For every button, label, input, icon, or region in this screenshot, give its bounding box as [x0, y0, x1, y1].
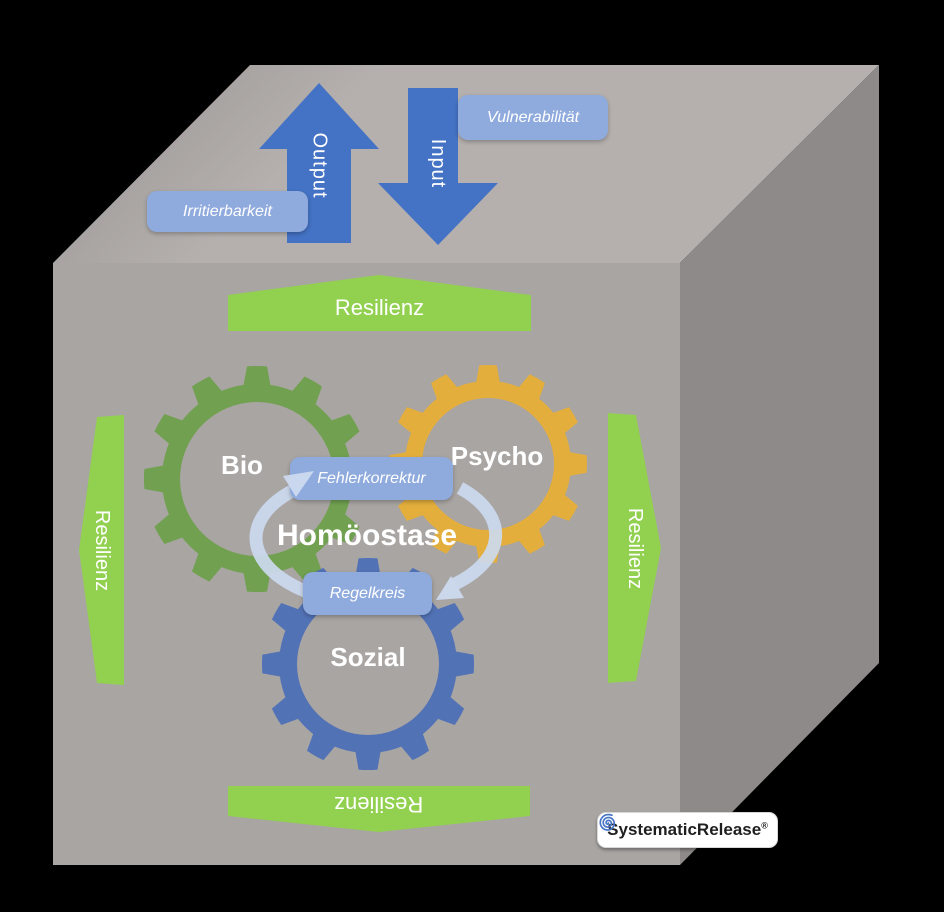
homeostasis-title: Homöostase	[247, 518, 487, 554]
resilience-right-text: Resilienz	[624, 507, 646, 589]
input-arrow-label-text: Input	[427, 138, 450, 188]
vulnerability-badge: Vulnerabilität	[458, 95, 608, 140]
resilience-banner-bottom	[228, 786, 530, 832]
feedback-bottom-box: Regelkreis	[303, 572, 432, 615]
input-down-arrow	[378, 88, 498, 245]
cube-right-face	[680, 65, 879, 865]
feedback-top-box: Fehlerkorrektur	[290, 457, 453, 500]
resilience-banner-right-label: Resilienz	[608, 413, 661, 683]
feedback-top-box-text: Fehlerkorrektur	[317, 469, 426, 487]
resilience-top-text: Resilienz	[334, 295, 425, 320]
resilience-banner-left-label: Resilienz	[79, 415, 124, 685]
irritability-badge-text: Irritierbarkeit	[183, 202, 272, 220]
irritability-badge: Irritierbarkeit	[147, 191, 308, 232]
psycho-gear-label: Psycho	[417, 441, 577, 471]
resilience-banner-right	[608, 413, 661, 683]
resilience-left-text: Resilienz	[91, 509, 113, 591]
sozial-gear-label: Sozial	[288, 642, 448, 672]
resilience-banner-bottom-label: Resilienz	[228, 786, 530, 832]
output-arrow-label-text: Output	[308, 131, 331, 199]
brand-logo-text: SystematicRelease®	[607, 820, 768, 839]
bio-gear	[143, 365, 371, 593]
resilience-banner-top	[228, 275, 531, 331]
resilience-bottom-text: Resilienz	[334, 792, 424, 817]
resilience-banner-left	[79, 415, 124, 685]
spiral-icon	[599, 813, 616, 831]
brand-logo: SystematicRelease®	[597, 812, 778, 848]
homeostasis-title-text: Homöostase	[276, 519, 458, 552]
resilience-banner-top-label: Resilienz	[228, 275, 531, 331]
cycle-arc-right	[452, 482, 503, 590]
bio-gear-label: Bio	[182, 450, 302, 480]
registered-mark: ®	[761, 820, 768, 831]
bio-gear-text: Bio	[221, 449, 263, 480]
vulnerability-badge-text: Vulnerabilität	[486, 108, 580, 126]
sozial-gear-text: Sozial	[330, 641, 406, 672]
psycho-gear-text: Psycho	[450, 440, 544, 471]
feedback-bottom-box-text: Regelkreis	[329, 584, 406, 602]
psycho-gear	[389, 365, 587, 563]
